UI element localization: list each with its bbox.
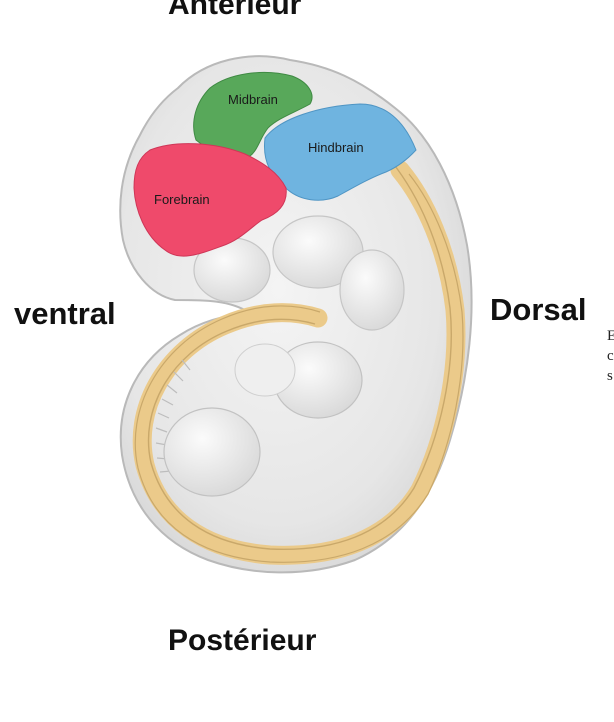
posterior-label: Postérieur <box>168 624 317 657</box>
midbrain-label: Midbrain <box>228 92 278 107</box>
ventral-label: ventral <box>14 296 116 331</box>
forebrain-label: Forebrain <box>154 192 210 207</box>
side-text-line-1: E <box>607 328 614 344</box>
dorsal-label: Dorsal <box>490 292 587 327</box>
hindbrain-region <box>263 103 417 201</box>
spinal-cord <box>132 160 466 565</box>
hindbrain-label: Hindbrain <box>308 140 364 155</box>
forebrain-region <box>133 143 287 257</box>
midbrain-region <box>193 71 313 157</box>
anterior-label: Antérieur <box>168 0 302 21</box>
lower-limb-bud <box>163 407 261 497</box>
side-text-line-2: c <box>607 348 614 364</box>
side-text-line-3: s <box>607 368 613 384</box>
